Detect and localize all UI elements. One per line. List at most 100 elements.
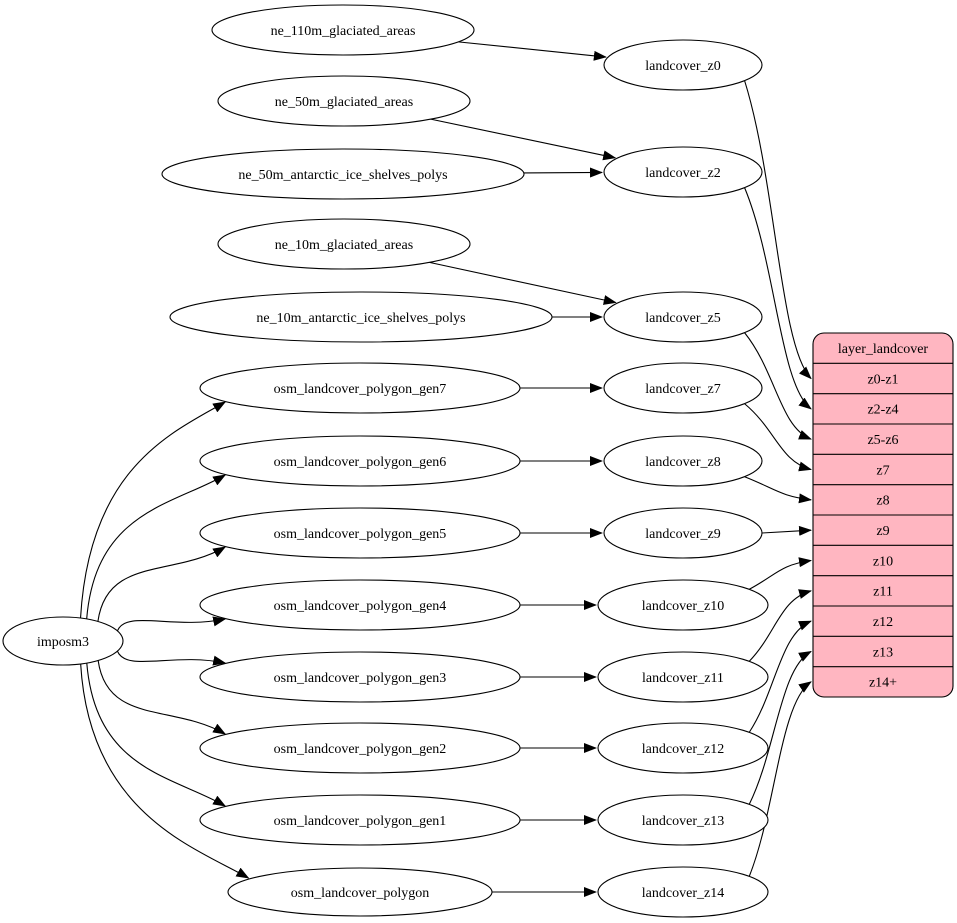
node-landcover_z8: landcover_z8 [603,435,763,487]
edge-imposm3-to-osm_landcover_polygon_gen4 [116,616,227,632]
node-ne_50m_glaciated_areas: ne_50m_glaciated_areas [217,75,471,127]
node-label: osm_landcover_polygon_gen4 [274,599,447,614]
node-ne_10m_antarctic_ice_shelves_polys: ne_10m_antarctic_ice_shelves_polys [169,291,553,343]
node-label: landcover_z2 [645,166,720,181]
node-landcover_z0: landcover_z0 [603,39,763,91]
node-label: ne_10m_antarctic_ice_shelves_polys [256,311,465,326]
edge-landcover_z12-to-layer_landcover-z12 [748,620,812,733]
edge-ne_110m_glaciated_areas-to-landcover_z0 [458,41,607,61]
node-ne_110m_glaciated_areas: ne_110m_glaciated_areas [211,4,475,56]
edge-imposm3-to-osm_landcover_polygon_gen7 [79,401,227,619]
record-row-z7: z7 [876,463,889,478]
record-row-z11: z11 [873,585,893,600]
record-row-z14+: z14+ [869,676,897,691]
node-landcover_z14: landcover_z14 [597,866,769,918]
node-label: ne_10m_glaciated_areas [275,238,413,253]
node-ellipse [211,4,475,56]
node-layer: imposm3 ne_110m_glaciated_areas ne_50m_gla… [2,4,954,918]
node-osm_landcover_polygon_gen4: osm_landcover_polygon_gen4 [199,579,521,631]
edge-layer [79,41,812,897]
node-landcover_z2: landcover_z2 [603,146,763,198]
node-label: osm_landcover_polygon_gen3 [274,671,447,686]
node-ellipse [603,362,763,414]
edge-landcover_z0-to-layer_landcover-z0-z1 [744,80,812,380]
node-ellipse [199,722,521,774]
node-ellipse [597,722,769,774]
node-label: osm_landcover_polygon_gen6 [274,455,447,470]
node-landcover_z13: landcover_z13 [597,794,769,846]
record-row-z12: z12 [873,615,893,630]
node-label: landcover_z13 [642,814,724,829]
node-label: landcover_z7 [645,382,720,397]
node-ne_10m_glaciated_areas: ne_10m_glaciated_areas [217,218,471,270]
node-ellipse [199,362,521,414]
edge-landcover_z2-to-layer_landcover-z2-z4 [744,187,812,410]
node-ellipse [199,794,521,846]
node-landcover_z11: landcover_z11 [597,651,769,703]
node-ellipse [603,435,763,487]
edge-landcover_z11-to-layer_landcover-z11 [748,589,812,662]
node-label: landcover_z5 [645,311,720,326]
node-label: osm_landcover_polygon_gen7 [274,382,447,397]
node-osm_landcover_polygon_gen2: osm_landcover_polygon_gen2 [199,722,521,774]
node-label: landcover_z12 [642,742,724,757]
node-landcover_z12: landcover_z12 [597,722,769,774]
node-label: osm_landcover_polygon_gen1 [274,814,447,829]
edge-landcover_z14-to-layer_landcover-z14+ [748,681,812,877]
node-osm_landcover_polygon: osm_landcover_polygon [227,867,493,917]
node-ellipse [597,579,769,631]
node-ellipse [603,39,763,91]
node-label: osm_landcover_polygon [291,886,429,901]
node-ellipse [199,435,521,487]
node-label: ne_50m_glaciated_areas [275,95,413,110]
record-row-z9: z9 [876,524,889,539]
edge-landcover_z9-to-layer_landcover-z9 [761,525,812,536]
node-ellipse [227,867,493,917]
node-landcover_z5: landcover_z5 [603,291,763,343]
edge-imposm3-to-osm_landcover_polygon_gen5 [97,546,227,622]
node-label: ne_110m_glaciated_areas [271,24,416,39]
node-ellipse [597,866,769,918]
node-label: landcover_z9 [645,527,720,542]
edge-imposm3-to-osm_landcover_polygon_gen6 [86,474,227,619]
edge-ne_10m_glaciated_areas-to-landcover_z5 [429,261,617,305]
node-ellipse [597,651,769,703]
record-row-z5-z6: z5-z6 [867,433,898,448]
node-label: imposm3 [37,635,89,650]
node-osm_landcover_polygon_gen3: osm_landcover_polygon_gen3 [199,651,521,703]
node-landcover_z7: landcover_z7 [603,362,763,414]
node-label: osm_landcover_polygon_gen5 [274,527,447,542]
node-osm_landcover_polygon_gen6: osm_landcover_polygon_gen6 [199,435,521,487]
node-ellipse [199,651,521,703]
node-ellipse [217,75,471,127]
node-label: landcover_z8 [645,455,720,470]
node-label: landcover_z10 [642,599,724,614]
node-ellipse [2,616,124,666]
node-ellipse [603,507,763,559]
record-row-z0-z1: z0-z1 [867,372,898,387]
node-imposm3: imposm3 [2,616,124,666]
record-title: layer_landcover [838,342,929,357]
node-label: landcover_z11 [642,671,724,686]
node-ellipse [161,148,525,200]
node-ellipse [169,291,553,343]
edge-imposm3-to-osm_landcover_polygon_gen3 [116,650,227,666]
edge-ne_50m_glaciated_areas-to-landcover_z2 [430,118,617,161]
node-ellipse [597,794,769,846]
node-ellipse [199,579,521,631]
edge-landcover_z10-to-layer_landcover-z10 [749,557,812,590]
edge-landcover_z7-to-layer_landcover-z7 [744,403,812,472]
node-ne_50m_antarctic_ice_shelves_polys: ne_50m_antarctic_ice_shelves_polys [161,148,525,200]
record-row-z2-z4: z2-z4 [867,403,898,418]
edge-imposm3-to-osm_landcover_polygon_gen1 [86,662,227,807]
node-label: ne_50m_antarctic_ice_shelves_polys [238,168,447,183]
node-landcover_z9: landcover_z9 [603,507,763,559]
record-layer_landcover: layer_landcoverz0-z1z2-z4z5-z6z7z8z9z10z… [812,332,954,698]
node-osm_landcover_polygon_gen5: osm_landcover_polygon_gen5 [199,507,521,559]
record-row-z8: z8 [876,494,889,509]
node-label: landcover_z0 [645,59,720,74]
node-osm_landcover_polygon_gen7: osm_landcover_polygon_gen7 [199,362,521,414]
edge-imposm3-to-osm_landcover_polygon_gen2 [97,660,227,735]
